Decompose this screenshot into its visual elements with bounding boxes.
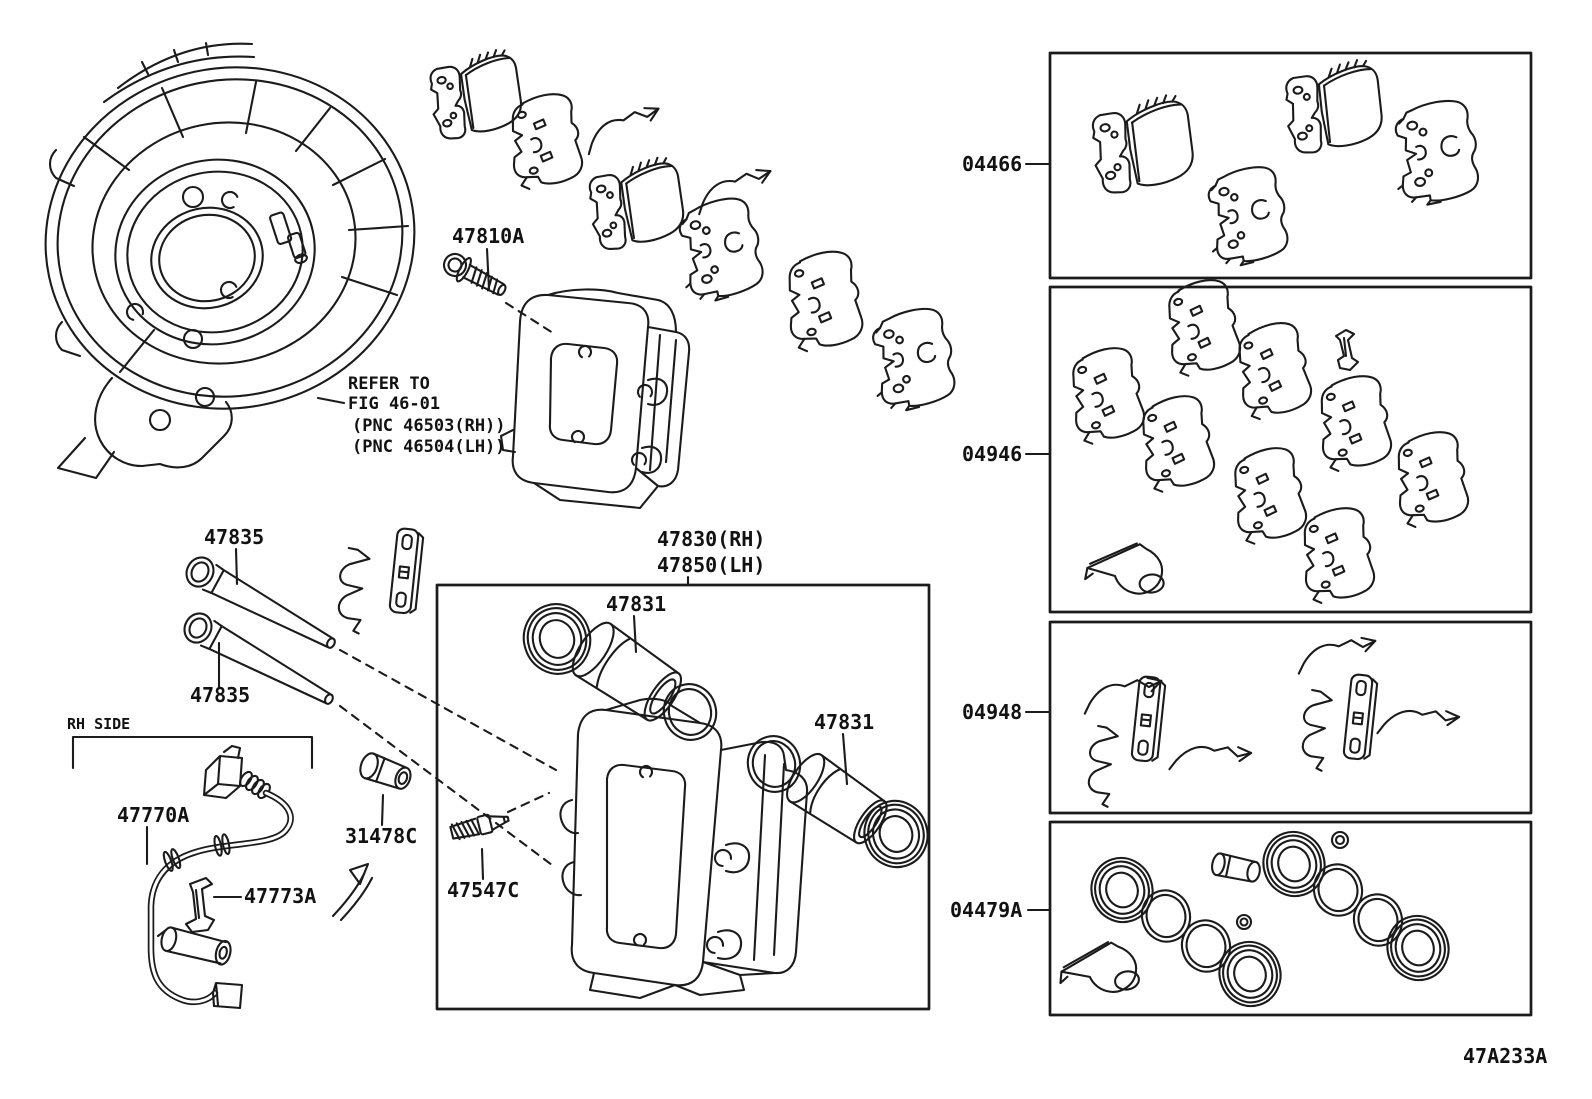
label-mount-bolt[interactable]: 47810A xyxy=(452,224,524,248)
cap-nut xyxy=(1237,832,1348,929)
kit-panel-seals xyxy=(1028,822,1531,1015)
grease-tube xyxy=(1081,540,1166,599)
pin-bushing xyxy=(357,751,414,793)
wear-sensor-wire xyxy=(151,746,291,1008)
label-wear-sensor[interactable]: 47770A xyxy=(117,803,189,827)
note-line-3: (PNC 46503(RH)) xyxy=(352,416,506,436)
pad-support-plate xyxy=(1130,674,1167,764)
spring-wire xyxy=(1168,729,1253,791)
spring-wire xyxy=(1297,632,1377,680)
brake-pad xyxy=(582,153,690,254)
label-piston-left[interactable]: 47831 xyxy=(606,592,666,616)
label-slide-pin-bottom[interactable]: 47835 xyxy=(190,683,250,707)
kit-panel-shims xyxy=(1026,274,1531,612)
caliper-assembly-box xyxy=(437,577,938,1009)
brake-pad xyxy=(669,192,771,307)
piston-boot xyxy=(1082,849,1162,931)
piston xyxy=(565,617,689,729)
rh-side-bracket xyxy=(73,737,312,768)
label-rh-side: RH SIDE xyxy=(67,715,130,733)
part-labels: 47810A 47835 47835 RH SIDE 47770A 47773A… xyxy=(67,152,1022,922)
wear-indicator-arrow xyxy=(583,105,664,156)
caliper-body xyxy=(560,699,807,998)
anti-squeal-shim xyxy=(1385,426,1475,531)
brake-pad xyxy=(862,303,962,416)
piston xyxy=(780,748,894,850)
slide-pin-top xyxy=(180,551,556,770)
label-pin-bushing[interactable]: 31478C xyxy=(345,824,417,848)
label-slide-pin-top[interactable]: 47835 xyxy=(204,525,264,549)
brake-pad xyxy=(1279,56,1388,157)
brake-pad xyxy=(1386,96,1485,210)
anti-squeal-shim xyxy=(1059,342,1152,448)
kit-panel-pads xyxy=(1026,53,1531,278)
label-bleeder[interactable]: 47547C xyxy=(447,878,519,902)
anti-squeal-shim xyxy=(499,88,589,193)
label-kit-fittings[interactable]: 04948 xyxy=(962,700,1022,724)
shim-clip xyxy=(1334,328,1360,372)
anti-squeal-shim xyxy=(1129,390,1222,496)
anti-rattle-spring xyxy=(337,547,371,635)
anti-squeal-shim xyxy=(1155,274,1248,380)
label-caliper-lh[interactable]: 47850(LH) xyxy=(657,553,765,577)
sensor-clip xyxy=(186,878,214,932)
caliper-housing-upper xyxy=(501,289,689,508)
pad-support-plate xyxy=(1342,672,1379,762)
refer-note: REFER TO FIG 46-01 (PNC 46503(RH)) (PNC … xyxy=(318,374,506,457)
label-piston-right[interactable]: 47831 xyxy=(814,710,874,734)
label-sensor-clip[interactable]: 47773A xyxy=(244,884,316,908)
piston-boot xyxy=(1378,907,1458,989)
figure-code: 47A233A xyxy=(1463,1044,1547,1068)
label-caliper-rh[interactable]: 47830(RH) xyxy=(657,527,765,551)
note-line-1: REFER TO xyxy=(348,374,430,394)
direction-arrow xyxy=(333,864,372,920)
spring-wire xyxy=(1376,693,1461,755)
pad-support-plate xyxy=(388,526,425,616)
anti-squeal-shim xyxy=(1308,370,1398,475)
piston-boot xyxy=(1254,823,1334,905)
anti-squeal-shim xyxy=(1225,316,1319,423)
anti-rattle-spring xyxy=(1087,725,1119,808)
piston-boot xyxy=(854,791,938,877)
piston-boot xyxy=(513,594,601,684)
wear-indicator-arrow xyxy=(695,168,775,216)
anti-squeal-shim xyxy=(1221,442,1314,548)
anti-squeal-shim xyxy=(775,246,870,355)
guide-pin-sleeve xyxy=(1210,852,1262,883)
piston-boot xyxy=(1210,933,1290,1015)
label-kit-shims[interactable]: 04946 xyxy=(962,442,1022,466)
kit-panel-fittings xyxy=(1026,622,1531,813)
anti-rattle-spring xyxy=(1301,689,1333,772)
note-line-2: FIG 46-01 xyxy=(348,394,440,414)
label-kit-seals[interactable]: 04479A xyxy=(950,898,1022,922)
backing-plate xyxy=(14,33,447,478)
piston-seal xyxy=(656,677,724,747)
mount-bolt xyxy=(439,248,553,333)
grease-tube xyxy=(1053,936,1142,1003)
label-kit-pads[interactable]: 04466 xyxy=(962,152,1022,176)
bleeder-screw xyxy=(450,793,549,842)
brake-pad xyxy=(1085,91,1200,197)
slide-pin-bottom xyxy=(178,607,556,868)
brake-pad xyxy=(423,46,528,143)
brake-pad xyxy=(1198,162,1294,271)
note-line-4: (PNC 46504(LH)) xyxy=(352,437,506,457)
piston-seal xyxy=(740,729,808,799)
